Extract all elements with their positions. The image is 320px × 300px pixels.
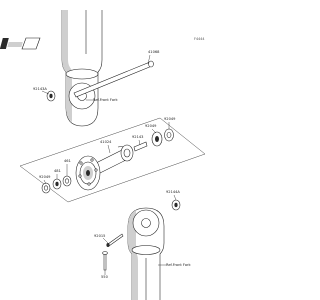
- part-label-bolt-nut: 550: [101, 275, 109, 279]
- upper-fork-leg: [61, 10, 103, 127]
- lower-fork-leg: [127, 207, 165, 300]
- part-label-collar-right: 92143: [132, 135, 143, 139]
- lower-seal: [171, 199, 181, 211]
- wheel-hub: [75, 144, 134, 191]
- hub-assembly-frame: [19, 117, 206, 203]
- ref-label-lower-fork: Ref.Front Fork: [166, 263, 192, 267]
- left-bearing-group: [41, 175, 72, 194]
- part-label-bolt: 92015: [94, 234, 105, 238]
- part-label-circlip: 481: [54, 169, 61, 173]
- part-label-seal-upper-fork: 92143A: [33, 87, 47, 91]
- part-label-axle: 41068: [148, 50, 160, 54]
- front-hub-exploded-diagram: F4444 41068 92143A Ref.Front Fork 92049 …: [0, 10, 206, 300]
- upper-seal: [46, 90, 56, 102]
- diagram-code: F4444: [194, 37, 205, 41]
- part-label-bearing-right-a: 92049: [145, 124, 157, 128]
- part-label-bearing-right-b: 92049: [164, 117, 176, 121]
- manufacturer-logo-icon: [0, 37, 41, 50]
- small-bolt: [102, 251, 108, 271]
- axle: [73, 60, 154, 98]
- part-label-hub: 41024: [100, 140, 112, 144]
- right-bearing-group: [133, 128, 174, 152]
- part-label-seal-lower-fork: 92144A: [166, 190, 180, 194]
- part-label-spacer: 461: [64, 159, 71, 163]
- pinch-bolt: [106, 233, 124, 247]
- part-label-bearing-left: 92049: [39, 175, 51, 179]
- ref-label-upper-fork: Ref.Front Fork: [93, 98, 119, 102]
